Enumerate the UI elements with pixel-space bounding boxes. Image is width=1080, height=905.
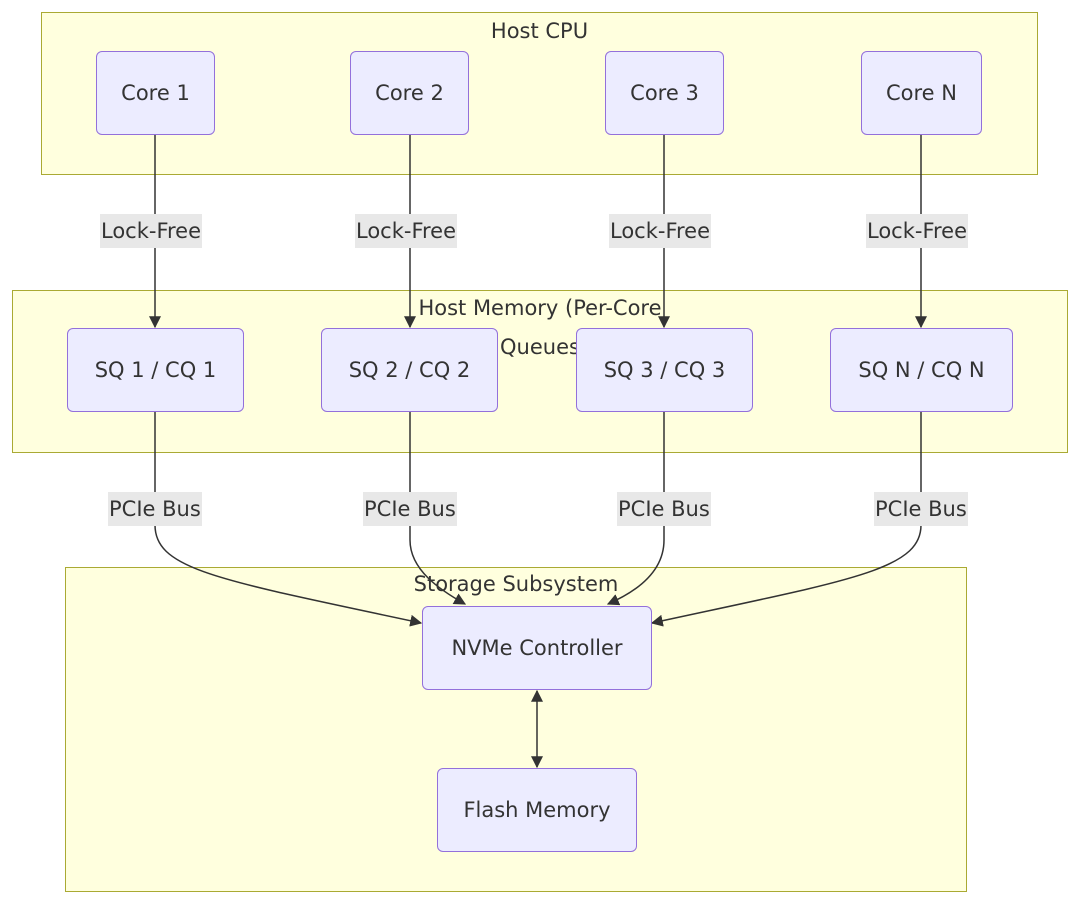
edge-label-lock-free-1: Lock-Free bbox=[100, 214, 203, 248]
node-core-3[interactable]: Core 3 bbox=[605, 51, 724, 135]
edge-label-pcie-3: PCIe Bus bbox=[617, 492, 711, 526]
edge-label-pcie-2: PCIe Bus bbox=[363, 492, 457, 526]
cluster-title-storage: Storage Subsystem bbox=[413, 572, 619, 596]
cluster-title-host-memory-line2: Queues bbox=[500, 335, 580, 359]
edge-label-lock-free-3: Lock-Free bbox=[609, 214, 712, 248]
edge-label-pcie-n: PCIe Bus bbox=[874, 492, 968, 526]
edge-sq1-nvme bbox=[154, 412, 423, 627]
node-sqn-cqn[interactable]: SQ N / CQ N bbox=[830, 328, 1013, 412]
node-nvme-controller[interactable]: NVMe Controller bbox=[422, 606, 652, 690]
edge-label-lock-free-n: Lock-Free bbox=[866, 214, 969, 248]
edge-sq2-nvme bbox=[409, 412, 467, 605]
node-core-2[interactable]: Core 2 bbox=[350, 51, 469, 135]
node-core-1[interactable]: Core 1 bbox=[96, 51, 215, 135]
edge-label-lock-free-2: Lock-Free bbox=[355, 214, 458, 248]
node-sq2-cq2[interactable]: SQ 2 / CQ 2 bbox=[321, 328, 498, 412]
node-sq3-cq3[interactable]: SQ 3 / CQ 3 bbox=[576, 328, 753, 412]
cluster-title-host-cpu: Host CPU bbox=[490, 19, 589, 43]
edge-label-pcie-1: PCIe Bus bbox=[108, 492, 202, 526]
node-flash-memory[interactable]: Flash Memory bbox=[437, 768, 637, 852]
node-core-n[interactable]: Core N bbox=[861, 51, 982, 135]
node-sq1-cq1[interactable]: SQ 1 / CQ 1 bbox=[67, 328, 244, 412]
edge-sqN-nvme bbox=[650, 412, 922, 627]
cluster-title-host-memory: Host Memory (Per-Core bbox=[418, 296, 662, 320]
edge-sq3-nvme bbox=[606, 412, 665, 606]
